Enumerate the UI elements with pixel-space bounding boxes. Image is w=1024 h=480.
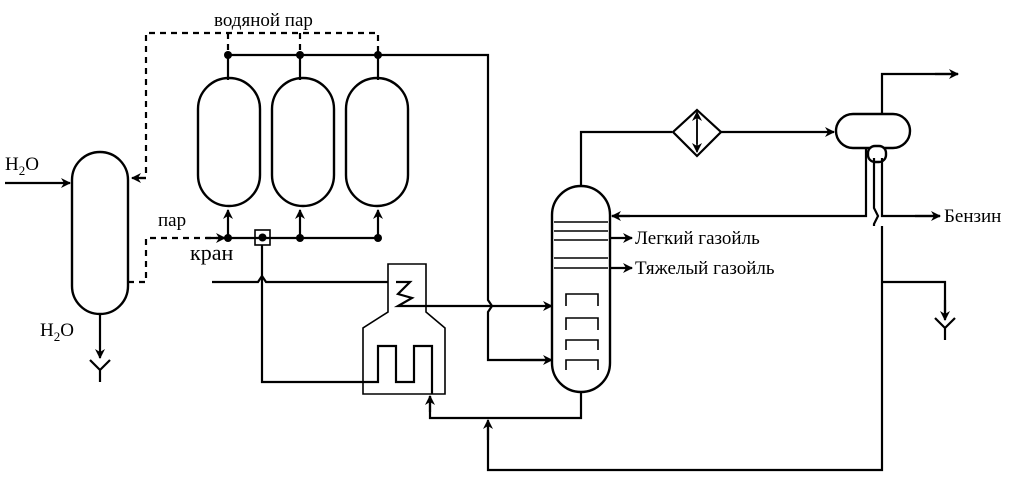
baffle-2 <box>565 317 599 330</box>
baffle-3 <box>565 339 599 350</box>
drum-drain-branch <box>882 280 947 318</box>
furnace-body <box>362 263 446 395</box>
reactor-2 <box>270 76 336 208</box>
reflux-line <box>612 148 868 218</box>
baffle-1 <box>565 293 599 306</box>
header-node-2 <box>296 51 304 59</box>
column-bottoms-line <box>428 392 583 420</box>
reflux-drum-boot <box>866 144 888 164</box>
header-node-3 <box>374 51 382 59</box>
steam-label: пар <box>158 210 186 231</box>
water-inlet-label: H2O <box>5 154 39 178</box>
bottom-node-2 <box>296 234 304 242</box>
furnace <box>362 263 488 395</box>
gasoline-label: Бензин <box>944 206 1001 227</box>
heavy-gasoil-label: Тяжелый газойль <box>635 258 775 279</box>
reactor-3 <box>344 76 410 208</box>
feed-line <box>212 274 388 284</box>
column-shell <box>550 184 612 394</box>
header-node-1 <box>224 51 232 59</box>
gasoline-outlet <box>880 158 940 218</box>
water-separator-vessel <box>70 150 130 316</box>
baffle-4 <box>565 359 599 370</box>
condenser-icon <box>671 108 723 158</box>
reactor-vessels <box>196 76 410 208</box>
valve-label: кран <box>190 240 233 265</box>
radiant-coil-icon <box>365 344 434 394</box>
fractionation-column <box>550 184 612 394</box>
reactor-1 <box>196 76 262 208</box>
reflux-drum <box>834 112 912 164</box>
convection-coil-icon <box>393 280 488 308</box>
gas-outlet-line <box>880 72 958 114</box>
gasoline-line <box>872 158 880 226</box>
drain-symbol <box>89 359 111 382</box>
condenser <box>671 108 723 158</box>
drum-drain-symbol <box>934 317 956 340</box>
valve-bypass-line <box>260 245 365 384</box>
steam-top-label: водяной пар <box>214 10 313 31</box>
bottom-node-3 <box>374 234 382 242</box>
bottom-node-1 <box>224 234 232 242</box>
valve-center-dot <box>258 233 267 242</box>
drum-water-line <box>486 226 884 472</box>
light-gasoil-label: Легкий газойль <box>635 228 760 249</box>
water-outlet-label: H2O <box>40 320 74 344</box>
reactor-top-header <box>226 53 550 362</box>
overhead-vapor-line <box>579 130 672 186</box>
reflux-drum-body <box>834 112 912 150</box>
